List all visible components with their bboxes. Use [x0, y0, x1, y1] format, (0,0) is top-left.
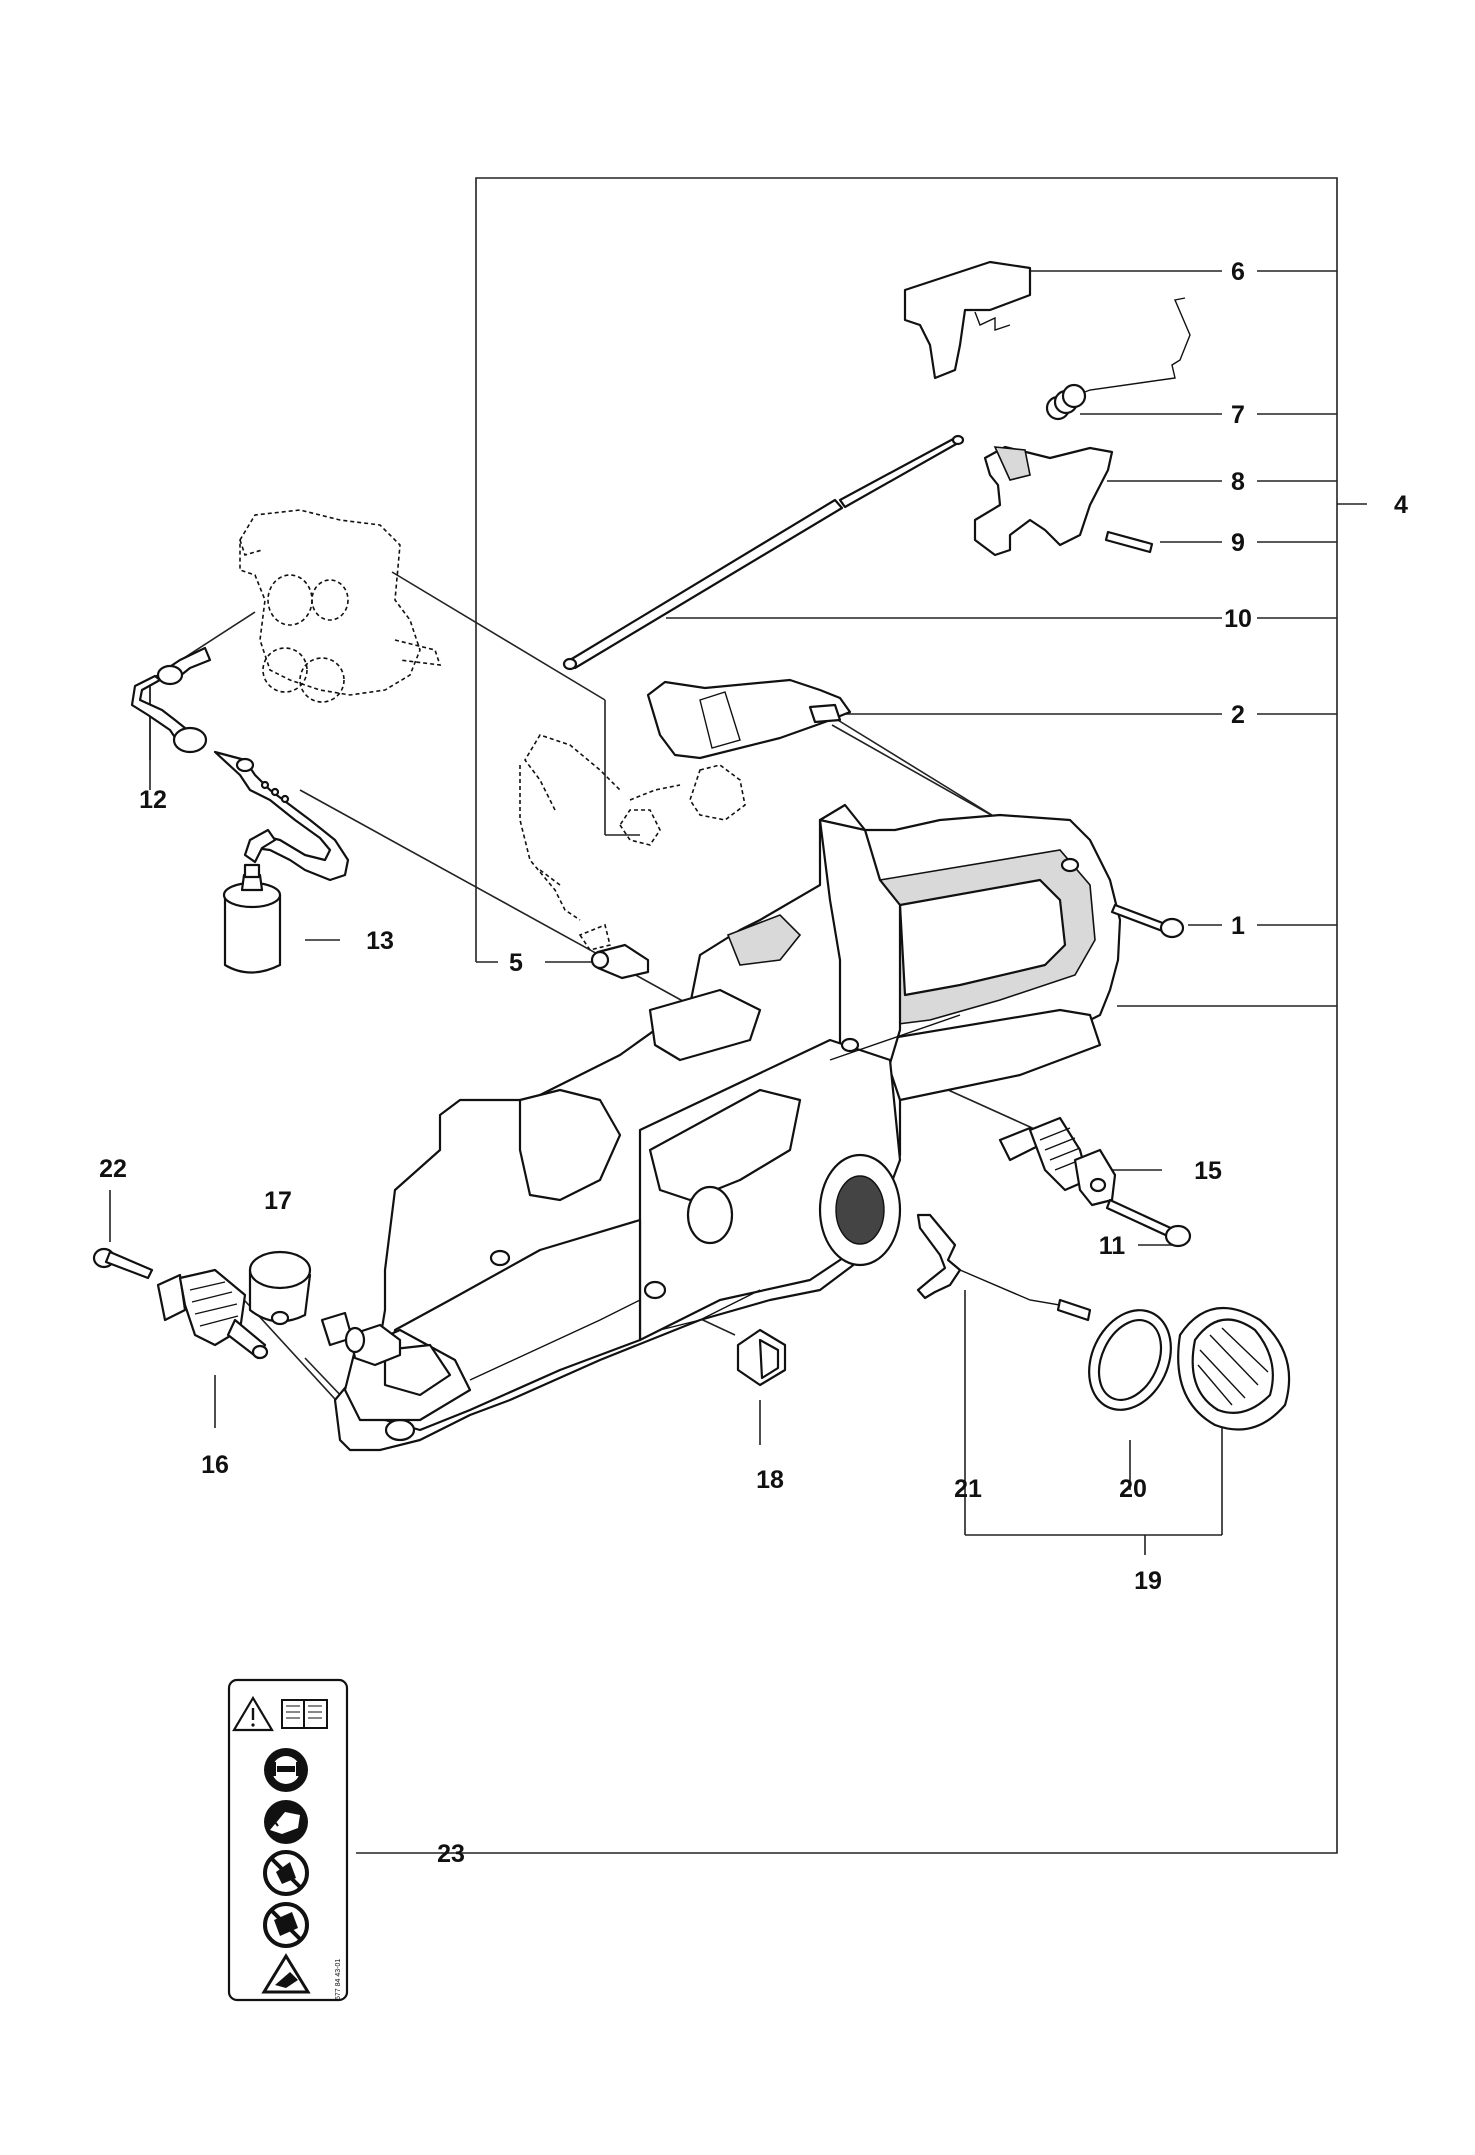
part-19-fuel-cap	[1177, 1306, 1291, 1431]
part-9-pin	[1104, 530, 1154, 554]
part-6-throttle-lockout	[903, 260, 1032, 380]
callout-4: 4	[1394, 491, 1408, 519]
part-16-av-spring	[156, 1268, 269, 1360]
part-21-fuel-pickup	[916, 1213, 1092, 1322]
part-15-av-spring	[998, 1116, 1117, 1207]
gloves-icon	[264, 1800, 308, 1844]
part-2-handle-insert	[646, 678, 852, 760]
callout-labels: 6 7 8 9 10 2 1 4 5 12 13 15 11 22 17 16 …	[99, 258, 1408, 1868]
kickback-warning-icon	[261, 1953, 311, 1994]
assembly-bracket	[473, 177, 1367, 1854]
callout-23: 23	[437, 1840, 465, 1868]
callout-13: 13	[366, 927, 394, 955]
part-1-screw	[1110, 903, 1185, 939]
part-7-spring	[1045, 297, 1191, 421]
callout-20: 20	[1119, 1475, 1147, 1503]
ear-eye-protection-icon	[264, 1748, 308, 1792]
decal-code: 577 84 43-01	[335, 1959, 342, 2000]
callout-7: 7	[1231, 401, 1245, 429]
callout-19: 19	[1134, 1567, 1162, 1595]
callout-18: 18	[756, 1466, 784, 1494]
primer-bulb-reference	[519, 734, 746, 951]
part-12-fuel-hose	[130, 646, 350, 882]
warning-icon	[232, 1695, 274, 1732]
part-10-throttle-rod	[562, 434, 965, 671]
callout-15: 15	[1194, 1157, 1222, 1185]
part-11-screw	[1105, 1198, 1192, 1248]
part-8-throttle-trigger	[973, 445, 1114, 557]
part-18-nut	[736, 1328, 787, 1387]
carburetor-reference	[239, 509, 442, 703]
part-5-bushing	[590, 943, 650, 980]
callout-17: 17	[264, 1187, 292, 1215]
callout-16: 16	[201, 1451, 229, 1479]
manual-book-icon	[281, 1699, 328, 1729]
callout-10: 10	[1224, 605, 1252, 633]
no-smoking-icon	[263, 1902, 309, 1948]
callout-6: 6	[1231, 258, 1245, 286]
crankcase-tank-assembly	[333, 803, 1122, 1452]
callout-21: 21	[954, 1475, 982, 1503]
callout-8: 8	[1231, 468, 1245, 496]
callout-9: 9	[1231, 529, 1245, 557]
callout-22: 22	[99, 1155, 127, 1183]
callout-5: 5	[509, 949, 523, 977]
no-one-hand-icon	[263, 1850, 309, 1896]
part-22-screw	[92, 1247, 154, 1280]
part-17-av-buffer	[248, 1250, 312, 1326]
part-23-warning-decal: 577 84 43-01	[227, 1678, 349, 2002]
callout-11: 11	[1099, 1232, 1126, 1260]
callout-1: 1	[1231, 912, 1245, 940]
part-13-fuel-filter	[222, 863, 282, 974]
callout-12: 12	[139, 786, 167, 814]
rear-mount-bushing	[320, 1311, 402, 1367]
callout-2: 2	[1231, 701, 1245, 729]
part-20-gasket	[1088, 1309, 1172, 1411]
